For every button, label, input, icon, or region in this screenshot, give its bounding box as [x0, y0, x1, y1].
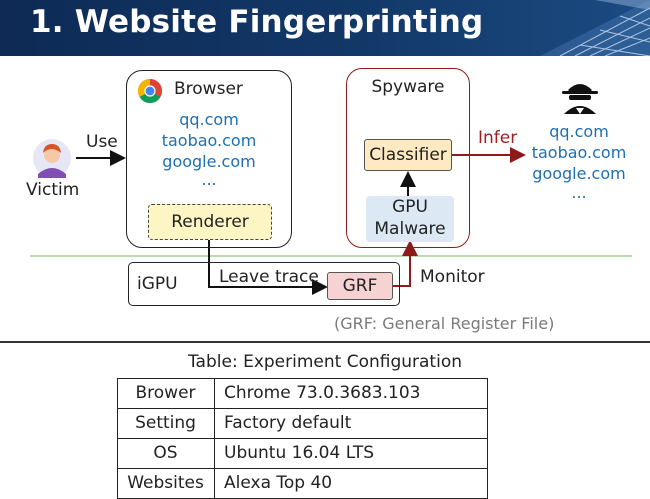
- classifier-label: Classifier: [369, 145, 447, 165]
- table-row-key: Setting: [135, 413, 196, 433]
- table-row-value: Chrome 73.0.3683.103: [224, 383, 421, 403]
- victim-label: Victim: [26, 180, 80, 200]
- grf-box: [327, 272, 393, 300]
- table-row-divider: [117, 438, 488, 439]
- diagram-arrows: [30, 147, 632, 295]
- gpu-malware-label-line2: Malware: [374, 219, 446, 239]
- table-row-value: Alexa Top 40: [224, 473, 333, 493]
- renderer-box: [148, 204, 272, 240]
- table-column-divider: [214, 378, 215, 499]
- gpu-malware-label-line1: GPU: [392, 197, 428, 217]
- browser-box: [126, 70, 292, 248]
- table-row-key: OS: [153, 443, 178, 463]
- section-rule: [0, 341, 650, 343]
- slide-title: 1. Website Fingerprinting: [30, 4, 484, 40]
- footnote: (GRF: General Register File): [334, 314, 555, 333]
- table-row-value: Ubuntu 16.04 LTS: [224, 443, 375, 463]
- leave-trace-label: Leave trace: [219, 267, 319, 287]
- gpu-malware-box: [366, 196, 454, 242]
- browser-label: Browser: [174, 79, 243, 99]
- leave-trace-arrow: [208, 240, 328, 295]
- browser-site: taobao.com: [161, 131, 257, 150]
- browser-site: google.com: [162, 152, 256, 171]
- igpu-box: [128, 262, 400, 306]
- spyware-box: [346, 68, 470, 248]
- inferred-site: google.com: [532, 164, 626, 183]
- renderer-label: Renderer: [171, 212, 249, 232]
- inferred-site-ellipsis: ...: [571, 183, 587, 202]
- table-row-key: Brower: [135, 383, 196, 403]
- chrome-icon: [137, 79, 162, 104]
- building-decoration: [540, 0, 650, 56]
- igpu-label: iGPU: [137, 274, 178, 294]
- inferred-site: qq.com: [549, 122, 609, 141]
- table-caption: Table: Experiment Configuration: [187, 352, 462, 372]
- monitor-label: Monitor: [420, 267, 485, 287]
- classifier-box: [364, 139, 452, 171]
- inferred-site: taobao.com: [531, 143, 627, 162]
- use-label: Use: [86, 132, 118, 152]
- victim-avatar-icon: [33, 139, 71, 178]
- monitor-arrow: [393, 240, 418, 287]
- table-row-value: Factory default: [224, 413, 352, 433]
- table-row-key: Websites: [127, 473, 204, 493]
- spy-icon: [562, 84, 598, 114]
- browser-site-ellipsis: ...: [201, 170, 217, 189]
- table-row-divider: [117, 468, 488, 469]
- grf-label: GRF: [342, 276, 378, 296]
- table-row-divider: [117, 408, 488, 409]
- infer-label: Infer: [478, 128, 518, 148]
- spyware-label: Spyware: [371, 77, 445, 97]
- title-banner: 1. Website Fingerprinting: [0, 0, 650, 56]
- browser-site: qq.com: [179, 110, 239, 129]
